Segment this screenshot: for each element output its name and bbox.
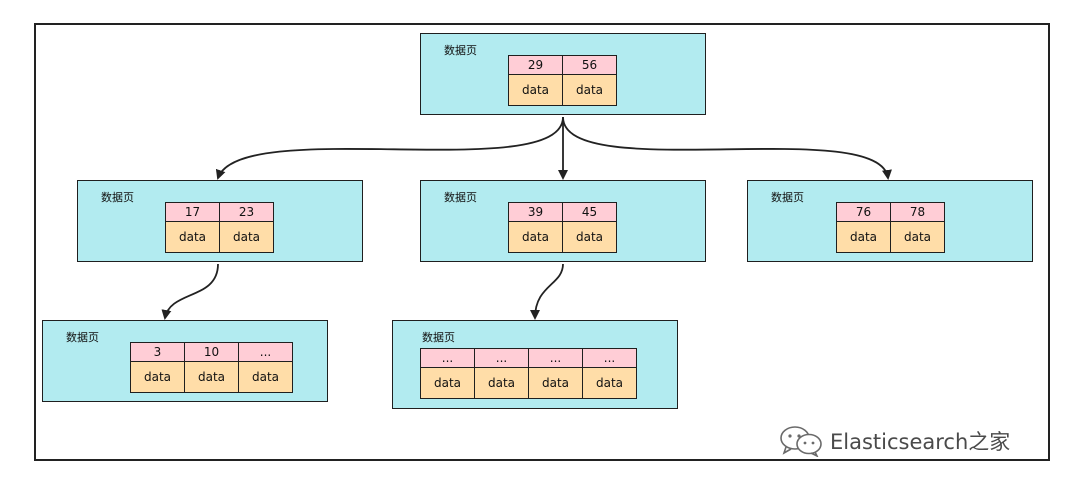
key-cell: 10 xyxy=(184,342,239,362)
data-cell: data xyxy=(474,367,529,399)
data-cell: data xyxy=(165,221,220,253)
key-cell: 39 xyxy=(508,202,563,222)
key-cell: 3 xyxy=(130,342,185,362)
key-cell: ... xyxy=(238,342,293,362)
edge-l1-a-to-leaf-a xyxy=(161,263,219,320)
data-cell: data xyxy=(562,221,617,253)
key-cell: 76 xyxy=(836,202,891,222)
key-cell: 56 xyxy=(562,55,617,75)
page-label: 数据页 xyxy=(444,191,477,204)
key-cell: ... xyxy=(420,348,475,368)
page-label: 数据页 xyxy=(444,44,477,57)
data-cell: data xyxy=(528,367,583,399)
edge-root-to-l1-a xyxy=(215,116,564,180)
wechat-icon xyxy=(780,426,822,457)
key-cell: 23 xyxy=(219,202,274,222)
data-cell: data xyxy=(582,367,637,399)
key-cell: ... xyxy=(474,348,529,368)
key-cell: 17 xyxy=(165,202,220,222)
page-label: 数据页 xyxy=(422,331,455,344)
key-cell: ... xyxy=(528,348,583,368)
data-cell: data xyxy=(508,74,563,106)
key-cell: 29 xyxy=(508,55,563,75)
data-cell: data xyxy=(219,221,274,253)
data-cell: data xyxy=(184,361,239,393)
page-label: 数据页 xyxy=(771,191,804,204)
data-cell: data xyxy=(420,367,475,399)
edge-root-to-l1-c xyxy=(562,116,892,180)
data-cell: data xyxy=(562,74,617,106)
edge-l1-b-to-leaf-b xyxy=(530,263,564,320)
data-cell: data xyxy=(130,361,185,393)
key-cell: 45 xyxy=(562,202,617,222)
watermark: Elasticsearch之家 xyxy=(778,424,1048,458)
data-cell: data xyxy=(238,361,293,393)
key-cell: ... xyxy=(582,348,637,368)
data-cell: data xyxy=(890,221,945,253)
page-label: 数据页 xyxy=(101,191,134,204)
data-cell: data xyxy=(836,221,891,253)
page-label: 数据页 xyxy=(66,331,99,344)
diagram-frame xyxy=(34,23,1050,461)
key-cell: 78 xyxy=(890,202,945,222)
data-cell: data xyxy=(508,221,563,253)
watermark-text: Elasticsearch之家 xyxy=(830,430,1011,454)
